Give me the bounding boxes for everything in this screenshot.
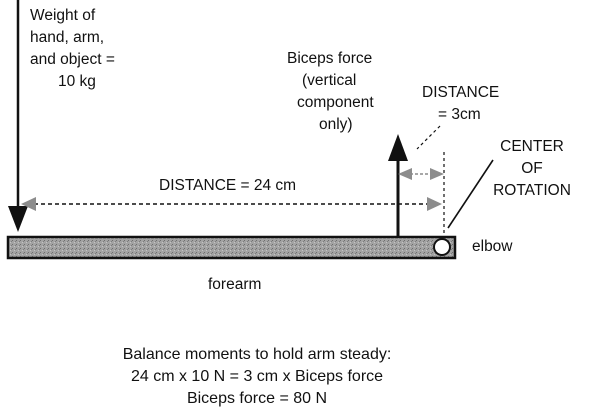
forearm-bar	[6, 235, 457, 260]
weight-label-line-3: and object =	[30, 51, 115, 68]
biceps-label-line-4: only)	[319, 116, 353, 133]
distance-24cm-label: DISTANCE = 24 cm	[159, 177, 296, 194]
biceps-label-line-2: (vertical	[302, 72, 356, 89]
weight-label-line-4: 10 kg	[58, 73, 96, 90]
center-of-rotation-label: CENTER OF ROTATION	[447, 138, 571, 229]
weight-label-line-2: hand, arm,	[30, 29, 104, 46]
elbow-pivot-circle	[433, 238, 451, 256]
weight-arrow	[8, 0, 28, 232]
forearm-label: forearm	[208, 276, 261, 293]
weight-label-line-1: Weight of	[30, 7, 96, 24]
biceps-label: Biceps force (vertical component only)	[287, 50, 374, 133]
biceps-label-line-1: Biceps force	[287, 50, 372, 67]
distance-3cm-label-line-2: = 3cm	[438, 106, 481, 123]
caption-line-1: Balance moments to hold arm steady:	[123, 346, 392, 363]
biceps-label-line-3: component	[297, 94, 374, 111]
caption: Balance moments to hold arm steady: 24 c…	[123, 346, 392, 407]
distance-24cm-arrow	[21, 197, 442, 211]
distance-3cm-leader	[416, 125, 441, 150]
caption-line-2: 24 cm x 10 N = 3 cm x Biceps force	[131, 368, 383, 385]
distance-3cm-label: DISTANCE = 3cm	[416, 84, 499, 150]
caption-line-3: Biceps force = 80 N	[187, 390, 327, 407]
center-label-line-1: CENTER	[500, 138, 564, 155]
biceps-arrow	[388, 134, 408, 238]
distance-3cm-arrow	[398, 168, 444, 180]
weight-label: Weight of hand, arm, and object = 10 kg	[30, 7, 115, 90]
elbow-label: elbow	[472, 238, 513, 255]
distance-3cm-label-line-1: DISTANCE	[422, 84, 499, 101]
center-leader-line	[447, 159, 494, 229]
center-label-line-2: OF	[521, 160, 543, 177]
center-label-line-3: ROTATION	[493, 182, 571, 199]
